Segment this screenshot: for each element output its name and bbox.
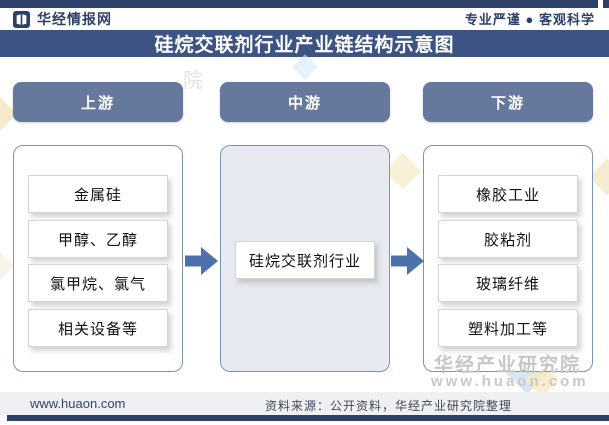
upstream-item: 金属硅 <box>28 175 168 213</box>
brand-header: 华经情报网 专业严谨 ● 客观科学 <box>0 8 609 30</box>
open-book-icon <box>16 14 27 25</box>
page-title: 硅烷交联剂行业产业链结构示意图 <box>154 35 455 56</box>
downstream-item: 塑料加工等 <box>438 309 578 347</box>
header-slogan: 专业严谨 ● 客观科学 <box>464 12 595 27</box>
footer-bar <box>0 392 609 415</box>
top-accent-bar <box>0 0 598 8</box>
downstream-item: 橡胶工业 <box>438 175 578 213</box>
watermark-stray-char: 院 <box>183 70 203 92</box>
upstream-panel: 金属硅 甲醇、乙醇 氯甲烷、氯气 相关设备等 <box>13 145 183 372</box>
upstream-item: 相关设备等 <box>28 309 168 347</box>
midstream-panel: 硅烷交联剂行业 <box>220 145 390 372</box>
footer-site-url: www.huaon.com <box>30 396 126 411</box>
stage-button-midstream: 中游 <box>220 82 390 122</box>
stage-button-upstream: 上游 <box>13 82 183 122</box>
right-arrow-icon <box>391 247 424 275</box>
footer-source-note: 资料来源：公开资料，华经产业研究院整理 <box>264 399 512 413</box>
downstream-item: 胶粘剂 <box>438 220 578 258</box>
huaon-logo <box>13 11 30 28</box>
upstream-item: 甲醇、乙醇 <box>28 220 168 258</box>
bottom-accent-bar <box>7 415 609 421</box>
top-accent-bar-end <box>603 0 609 8</box>
decor-diamond <box>292 54 318 80</box>
upstream-item: 氯甲烷、氯气 <box>28 264 168 302</box>
title-banner: 硅烷交联剂行业产业链结构示意图 <box>0 30 609 57</box>
stage-button-downstream: 下游 <box>423 82 593 122</box>
decor-diamond <box>384 152 422 190</box>
downstream-panel: 橡胶工业 胶粘剂 玻璃纤维 塑料加工等 <box>423 145 593 372</box>
brand-name: 华经情报网 <box>37 11 112 27</box>
watermark-institute: 华经产业研究院 <box>434 355 582 376</box>
right-arrow-icon <box>185 247 218 275</box>
midstream-item: 硅烷交联剂行业 <box>235 241 375 279</box>
watermark-site: www.huaon.com <box>431 373 589 390</box>
downstream-item: 玻璃纤维 <box>438 264 578 302</box>
